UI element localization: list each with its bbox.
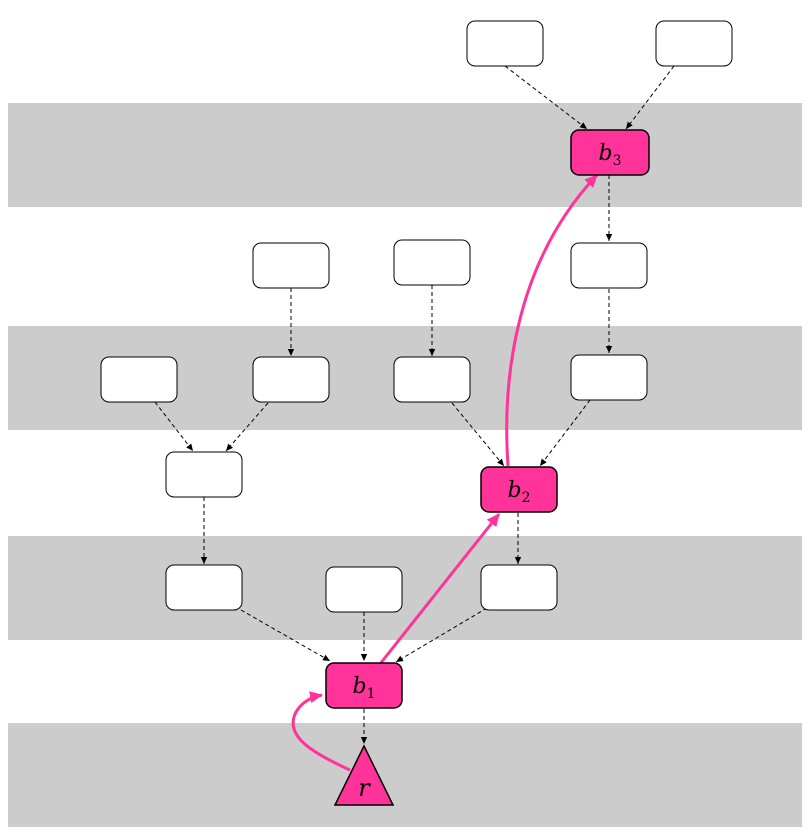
node-b2: b2 <box>480 466 558 513</box>
arrow-b2-to-b3 <box>505 173 599 467</box>
node-r: r <box>333 744 395 806</box>
node <box>100 356 178 403</box>
node-b3-label: b <box>598 141 612 166</box>
arrow-b1-to-b2 <box>378 513 501 665</box>
svg-text:b3: b3 <box>598 141 621 169</box>
edge <box>154 401 194 452</box>
node-b2-subscript: 2 <box>522 490 531 506</box>
node-b1-box <box>325 662 403 709</box>
edge <box>625 65 675 130</box>
node <box>165 451 243 498</box>
band-1 <box>8 103 802 207</box>
node <box>325 566 403 613</box>
node-b2-label: b <box>507 478 521 503</box>
node <box>252 242 330 289</box>
background-bands <box>8 103 802 827</box>
node-b1-subscript: 1 <box>367 686 376 702</box>
svg-text:b1: b1 <box>352 674 375 702</box>
node-r-triangle <box>333 744 395 806</box>
node-b2-box <box>480 466 558 513</box>
node <box>655 20 733 67</box>
node <box>165 564 243 611</box>
edge <box>225 402 269 452</box>
node-r-label: r <box>358 774 371 802</box>
dashed-edges <box>154 65 675 744</box>
band-4 <box>8 723 802 827</box>
arrow-r-to-b1 <box>291 691 351 772</box>
node-b3: b3 <box>570 129 650 176</box>
node <box>570 242 648 289</box>
node <box>252 356 330 403</box>
svg-text:b2: b2 <box>507 478 530 506</box>
node-b3-subscript: 3 <box>613 153 622 169</box>
edge <box>504 65 588 130</box>
node-b3-box <box>570 129 650 176</box>
node <box>570 354 648 401</box>
edge <box>395 607 488 663</box>
node <box>466 20 544 67</box>
highlight-arrows <box>291 173 599 772</box>
plain-nodes <box>100 20 733 613</box>
node <box>480 564 558 611</box>
node <box>393 239 471 286</box>
node <box>393 356 471 403</box>
edge <box>240 609 331 662</box>
node-b1: b1 <box>325 662 403 709</box>
node-b1-label: b <box>352 674 366 699</box>
band-3 <box>8 536 802 640</box>
